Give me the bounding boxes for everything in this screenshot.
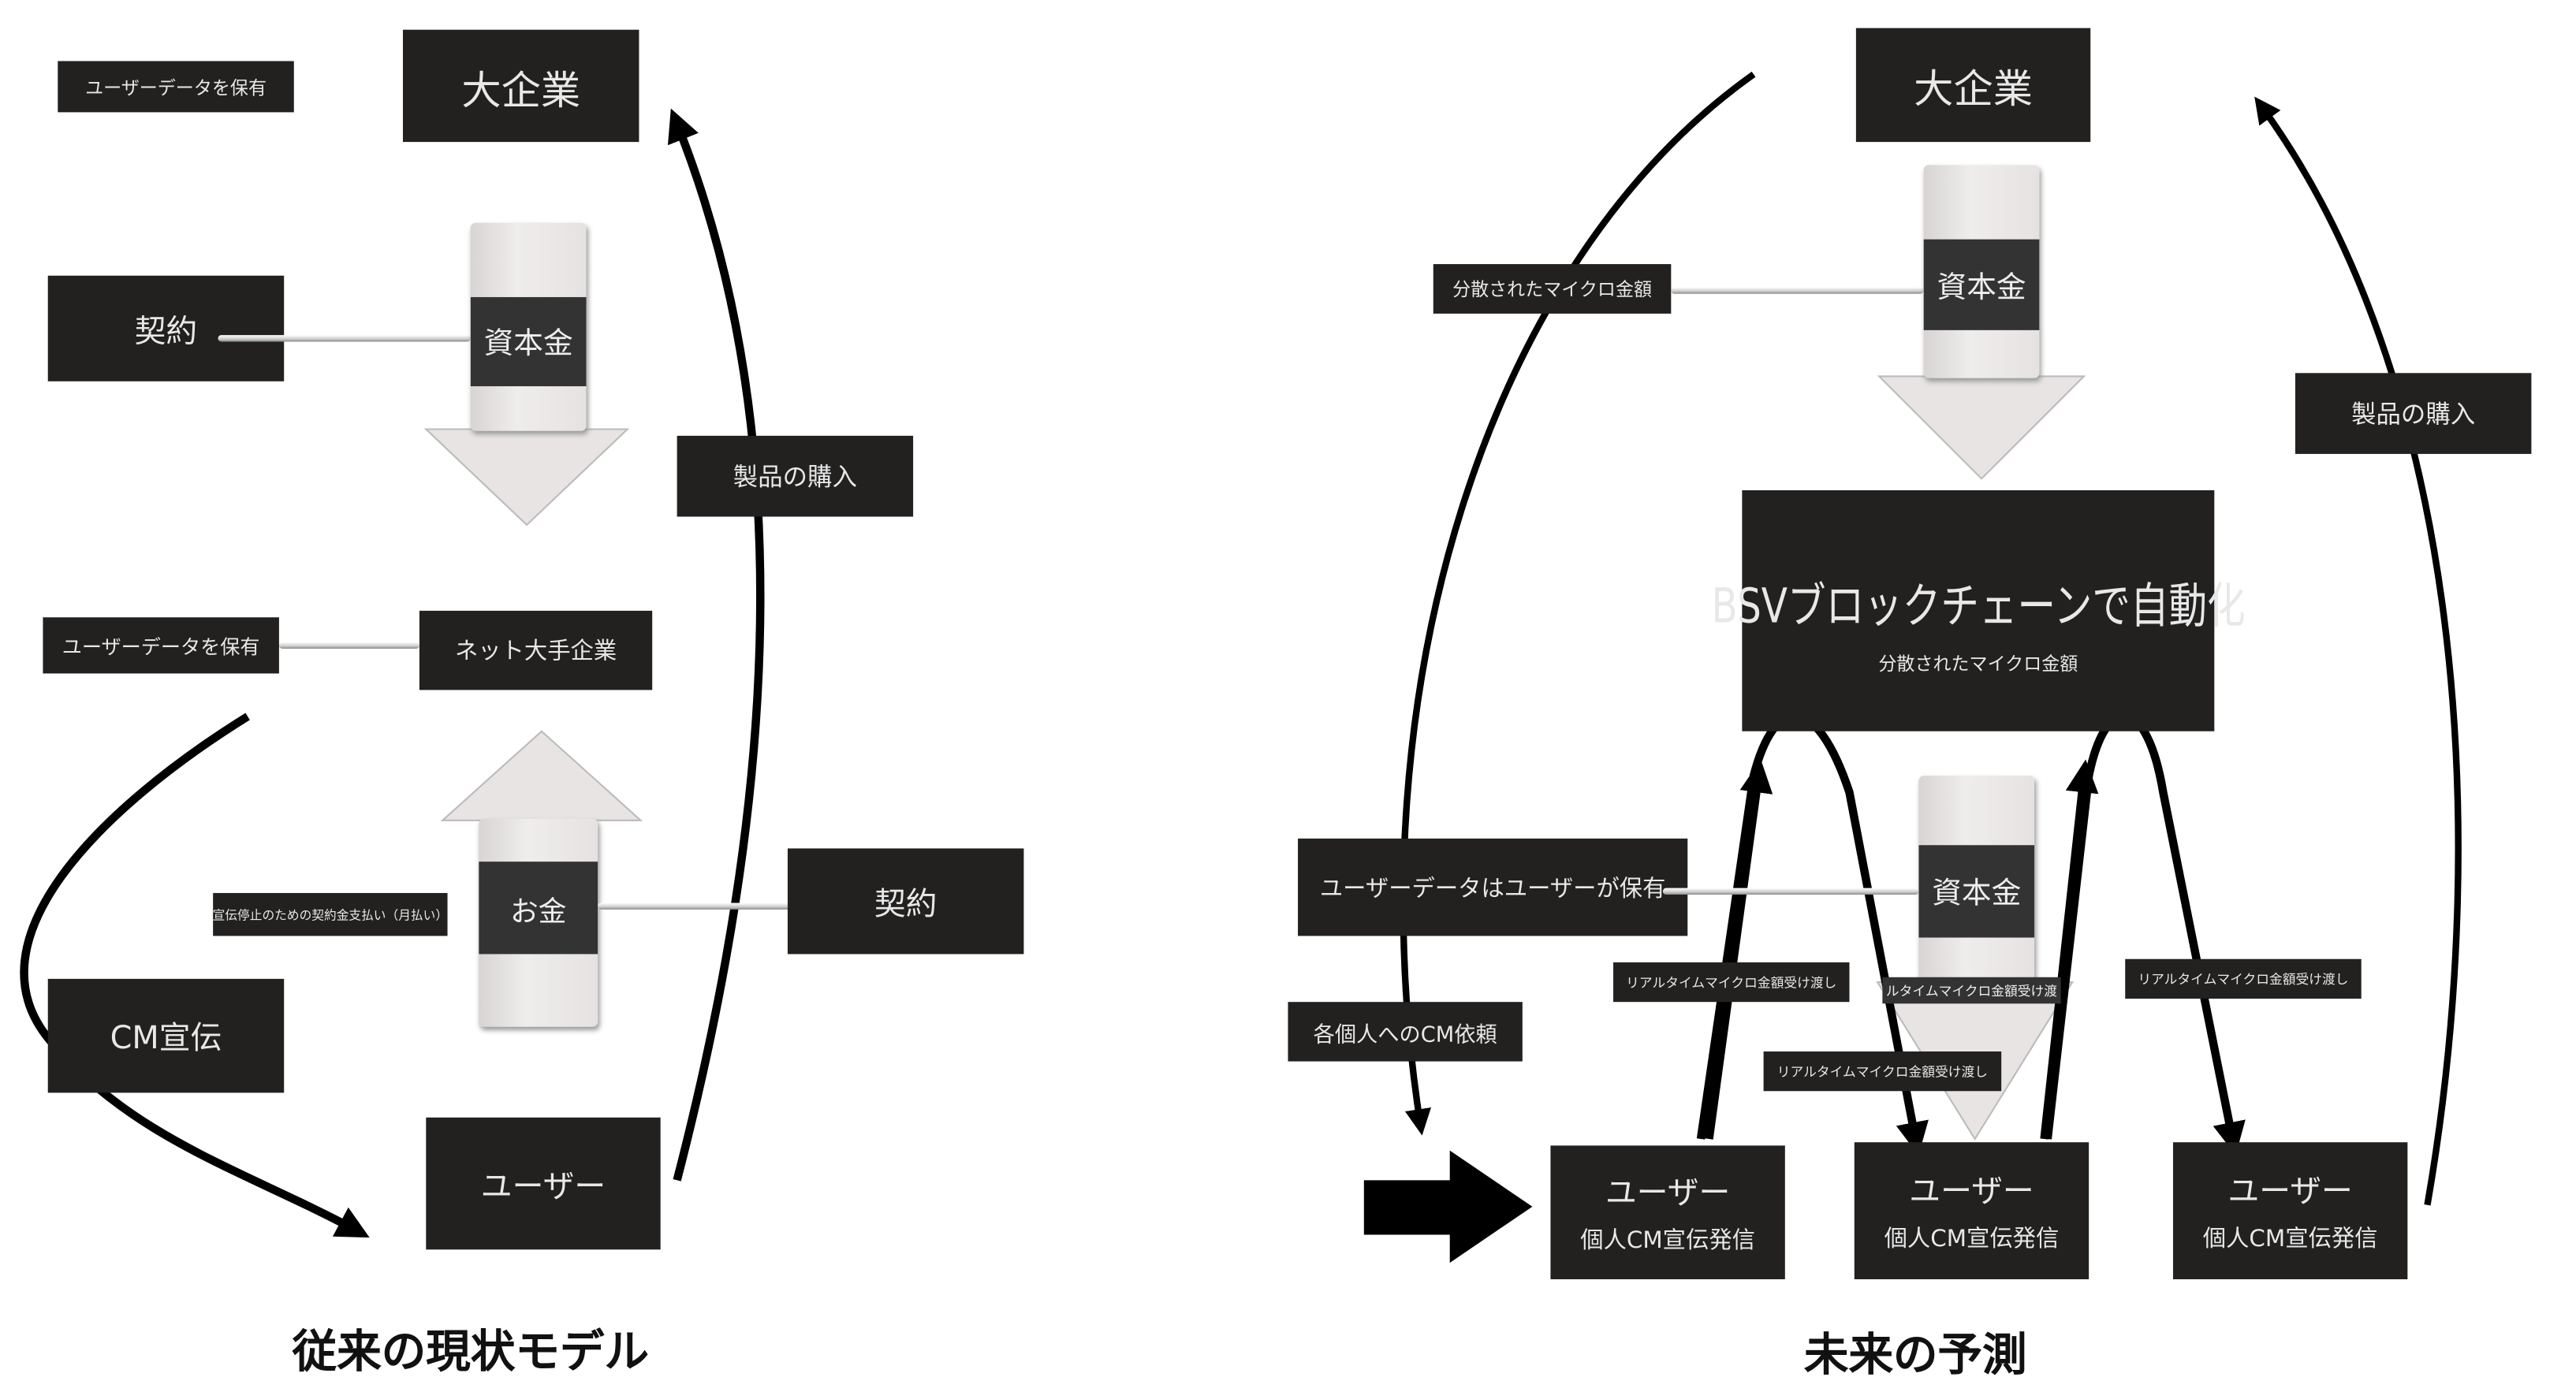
cm-curve-arrow (20, 713, 370, 1238)
ad-stop-payment-label: 宣伝停止のための契約金支払い（月払い） (213, 892, 448, 936)
big-company-box: 大企業 (402, 29, 639, 143)
capital-label: 資本金 (470, 296, 587, 387)
product-purchase-box: 製品の購入 (677, 435, 914, 517)
capital-label-top: 資本金 (1923, 239, 2040, 330)
purchase-curve-arrow (667, 108, 765, 1182)
connector-line (1671, 287, 1924, 294)
user-role: 個人CM宣伝発信 (1580, 1228, 1755, 1255)
connector-line (278, 642, 419, 649)
loop-left-up (1705, 759, 1773, 1140)
money-up-arrowhead (440, 730, 643, 821)
user-data-box: ユーザーデータを保有 (43, 617, 279, 674)
capital-label-mid: 資本金 (1918, 845, 2035, 938)
purchase-curve-arrow-right (2254, 96, 2462, 1206)
bsv-title: BSVブロックチェーンで自動化 (1711, 577, 2246, 635)
capital-down-arrowhead (423, 428, 630, 527)
user-box: ユーザー (426, 1117, 661, 1250)
bsv-subtitle: 分散されたマイクロ金額 (1878, 653, 2078, 675)
connector-line (598, 902, 854, 910)
realtime-transfer-label: リアルタイムマイクロ金額受け渡し (2125, 958, 2362, 999)
distributed-micro-label: 分散されたマイクロ金額 (1433, 264, 1672, 314)
user-box: ユーザー 個人CM宣伝発信 (1550, 1145, 1785, 1280)
realtime-transfer-label: リアルタイムマイクロ金額受け渡し (1613, 962, 1850, 1003)
connector-line (218, 335, 471, 342)
contract-box: 契約 (47, 275, 285, 381)
big-right-arrow (1363, 1150, 1533, 1263)
contract-box-right: 契約 (787, 848, 1024, 955)
bsv-automation-box: BSVブロックチェーンで自動化 分散されたマイクロ金額 (1711, 489, 2245, 731)
capital-top-arrowhead (1877, 375, 2086, 480)
user-data-owner-box: ユーザーデータはユーザーが保有 (1298, 838, 1688, 936)
realtime-transfer-label: ルタイムマイクロ金額受け渡 (1882, 977, 2061, 1004)
realtime-transfer-label: リアルタイムマイクロ金額受け渡し (1763, 1051, 2002, 1092)
left-caption: 従来の現状モデル (292, 1327, 650, 1377)
user-role: 個人CM宣伝発信 (1884, 1226, 2060, 1253)
loop-right-up (2040, 759, 2099, 1140)
user-name: ユーザー (1909, 1173, 2034, 1211)
big-company-box-right: 大企業 (1855, 28, 2091, 143)
cm-ad-box: CM宣伝 (47, 978, 285, 1093)
user-box: ユーザー 個人CM宣伝発信 (1854, 1142, 2090, 1280)
net-company-box: ネット大手企業 (419, 610, 653, 690)
right-caption: 未来の予測 (1803, 1330, 2027, 1377)
money-label: お金 (479, 862, 598, 955)
user-name: ユーザー (1605, 1175, 1731, 1212)
user-box: ユーザー 個人CM宣伝発信 (2172, 1142, 2408, 1280)
connector-line (1662, 888, 1919, 895)
user-name: ユーザー (2227, 1173, 2353, 1211)
product-purchase-box-right: 製品の購入 (2295, 373, 2532, 454)
user-data-label: ユーザーデータを保有 (58, 61, 294, 113)
user-role: 個人CM宣伝発信 (2202, 1226, 2378, 1253)
loop-right (2043, 712, 2246, 1156)
cm-request-box: 各個人へのCM依頼 (1288, 1002, 1523, 1062)
